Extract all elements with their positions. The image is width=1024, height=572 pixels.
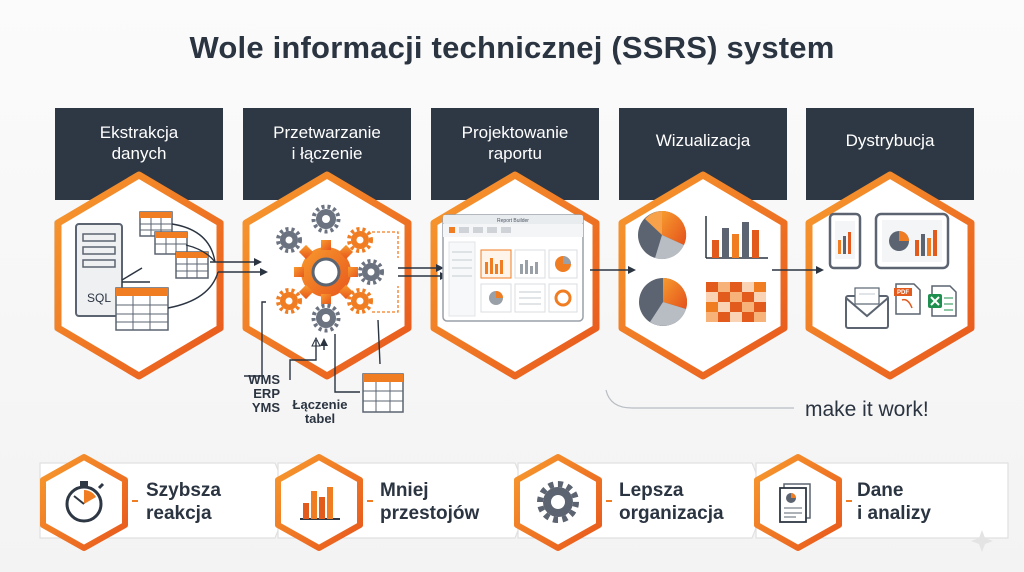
benefit-label-line1: Dane [857, 480, 904, 501]
report-document-icon [779, 483, 811, 523]
small-gear-icon [311, 303, 341, 333]
report-builder-title: Report Builder [497, 218, 529, 224]
tablet-icon [874, 212, 950, 270]
step-title-line1: Wizualizacja [655, 131, 751, 150]
tagline: make it work! [805, 398, 929, 421]
benefit-label-line1: Lepsza [619, 480, 684, 501]
small-gear-icon [276, 227, 302, 253]
phone-icon [828, 212, 862, 270]
flow-arrow [590, 266, 636, 274]
join-label: Łączenie tabel [292, 398, 348, 426]
bar-chart-icon [705, 216, 768, 259]
benefit-label-line2: organizacja [619, 503, 724, 524]
benefit-label-line2: i analizy [857, 503, 931, 524]
join-label-line1: Łączenie [292, 397, 348, 412]
page-title: Wole informacji technicznej (SSRS) syste… [189, 30, 835, 65]
stopwatch-icon [65, 481, 105, 523]
step-title-line2: i łączenie [291, 144, 363, 163]
step-title-line2: raportu [488, 144, 542, 163]
small-gear-icon [311, 204, 341, 234]
source-yms: YMS [251, 400, 280, 415]
tagline-connector [605, 389, 794, 409]
small-gear-icon [276, 288, 302, 314]
step-title-line1: Przetwarzanie [273, 123, 381, 142]
source-wms: WMS [248, 372, 280, 387]
benefit-label-line2: przestojów [380, 503, 480, 524]
processing-flow-lines [372, 231, 399, 313]
flow-lines [244, 267, 440, 393]
benefit-label-line1: Mniej [380, 480, 429, 501]
step-title-line1: Ekstrakcja [99, 123, 179, 142]
pdf-label: PDF [897, 290, 909, 296]
sql-label: SQL [87, 291, 111, 305]
step-title-line1: Dystrybucja [845, 131, 935, 150]
small-gear-icon [347, 288, 373, 314]
step-title-line1: Projektowanie [461, 123, 569, 142]
join-label-line2: tabel [304, 411, 336, 426]
hexagon-distribution [805, 171, 975, 380]
hexagon-visualization [618, 171, 788, 380]
excel-file-icon [928, 285, 957, 317]
small-gear-icon [347, 227, 373, 253]
report-builder-window [442, 214, 584, 322]
benefit-label: Mniej przestojów [380, 479, 479, 525]
pdf-file-icon [894, 283, 921, 315]
source-labels: WMS ERP YMS [224, 373, 280, 415]
flow-arrow [772, 266, 824, 274]
benefit-label-line2: reakcja [146, 503, 212, 524]
pie-chart-icon [638, 210, 687, 260]
pie-chart-icon [639, 277, 688, 326]
sparkle-icon [971, 530, 993, 552]
large-table-icon [115, 287, 169, 331]
benefit-label: Szybsza reakcja [146, 479, 221, 525]
bar-chart-icon [300, 487, 340, 520]
arrow-icon [254, 258, 268, 276]
email-icon [845, 287, 889, 329]
benefit-label: Lepsza organizacja [619, 479, 724, 525]
extraction-flow-lines [121, 223, 262, 309]
table-icon [175, 251, 209, 279]
small-gear-icon [358, 259, 384, 285]
benefit-label-line1: Szybsza [146, 480, 221, 501]
central-gear-icon [294, 240, 358, 304]
heatmap-icon [706, 282, 766, 322]
benefit-label: Dane i analizy [857, 479, 931, 525]
gear-icon [537, 481, 579, 523]
source-erp: ERP [253, 386, 280, 401]
step-title-line2: danych [111, 144, 167, 163]
join-table-icon [362, 373, 404, 413]
server-icon [75, 223, 123, 317]
table-icon [154, 231, 188, 255]
